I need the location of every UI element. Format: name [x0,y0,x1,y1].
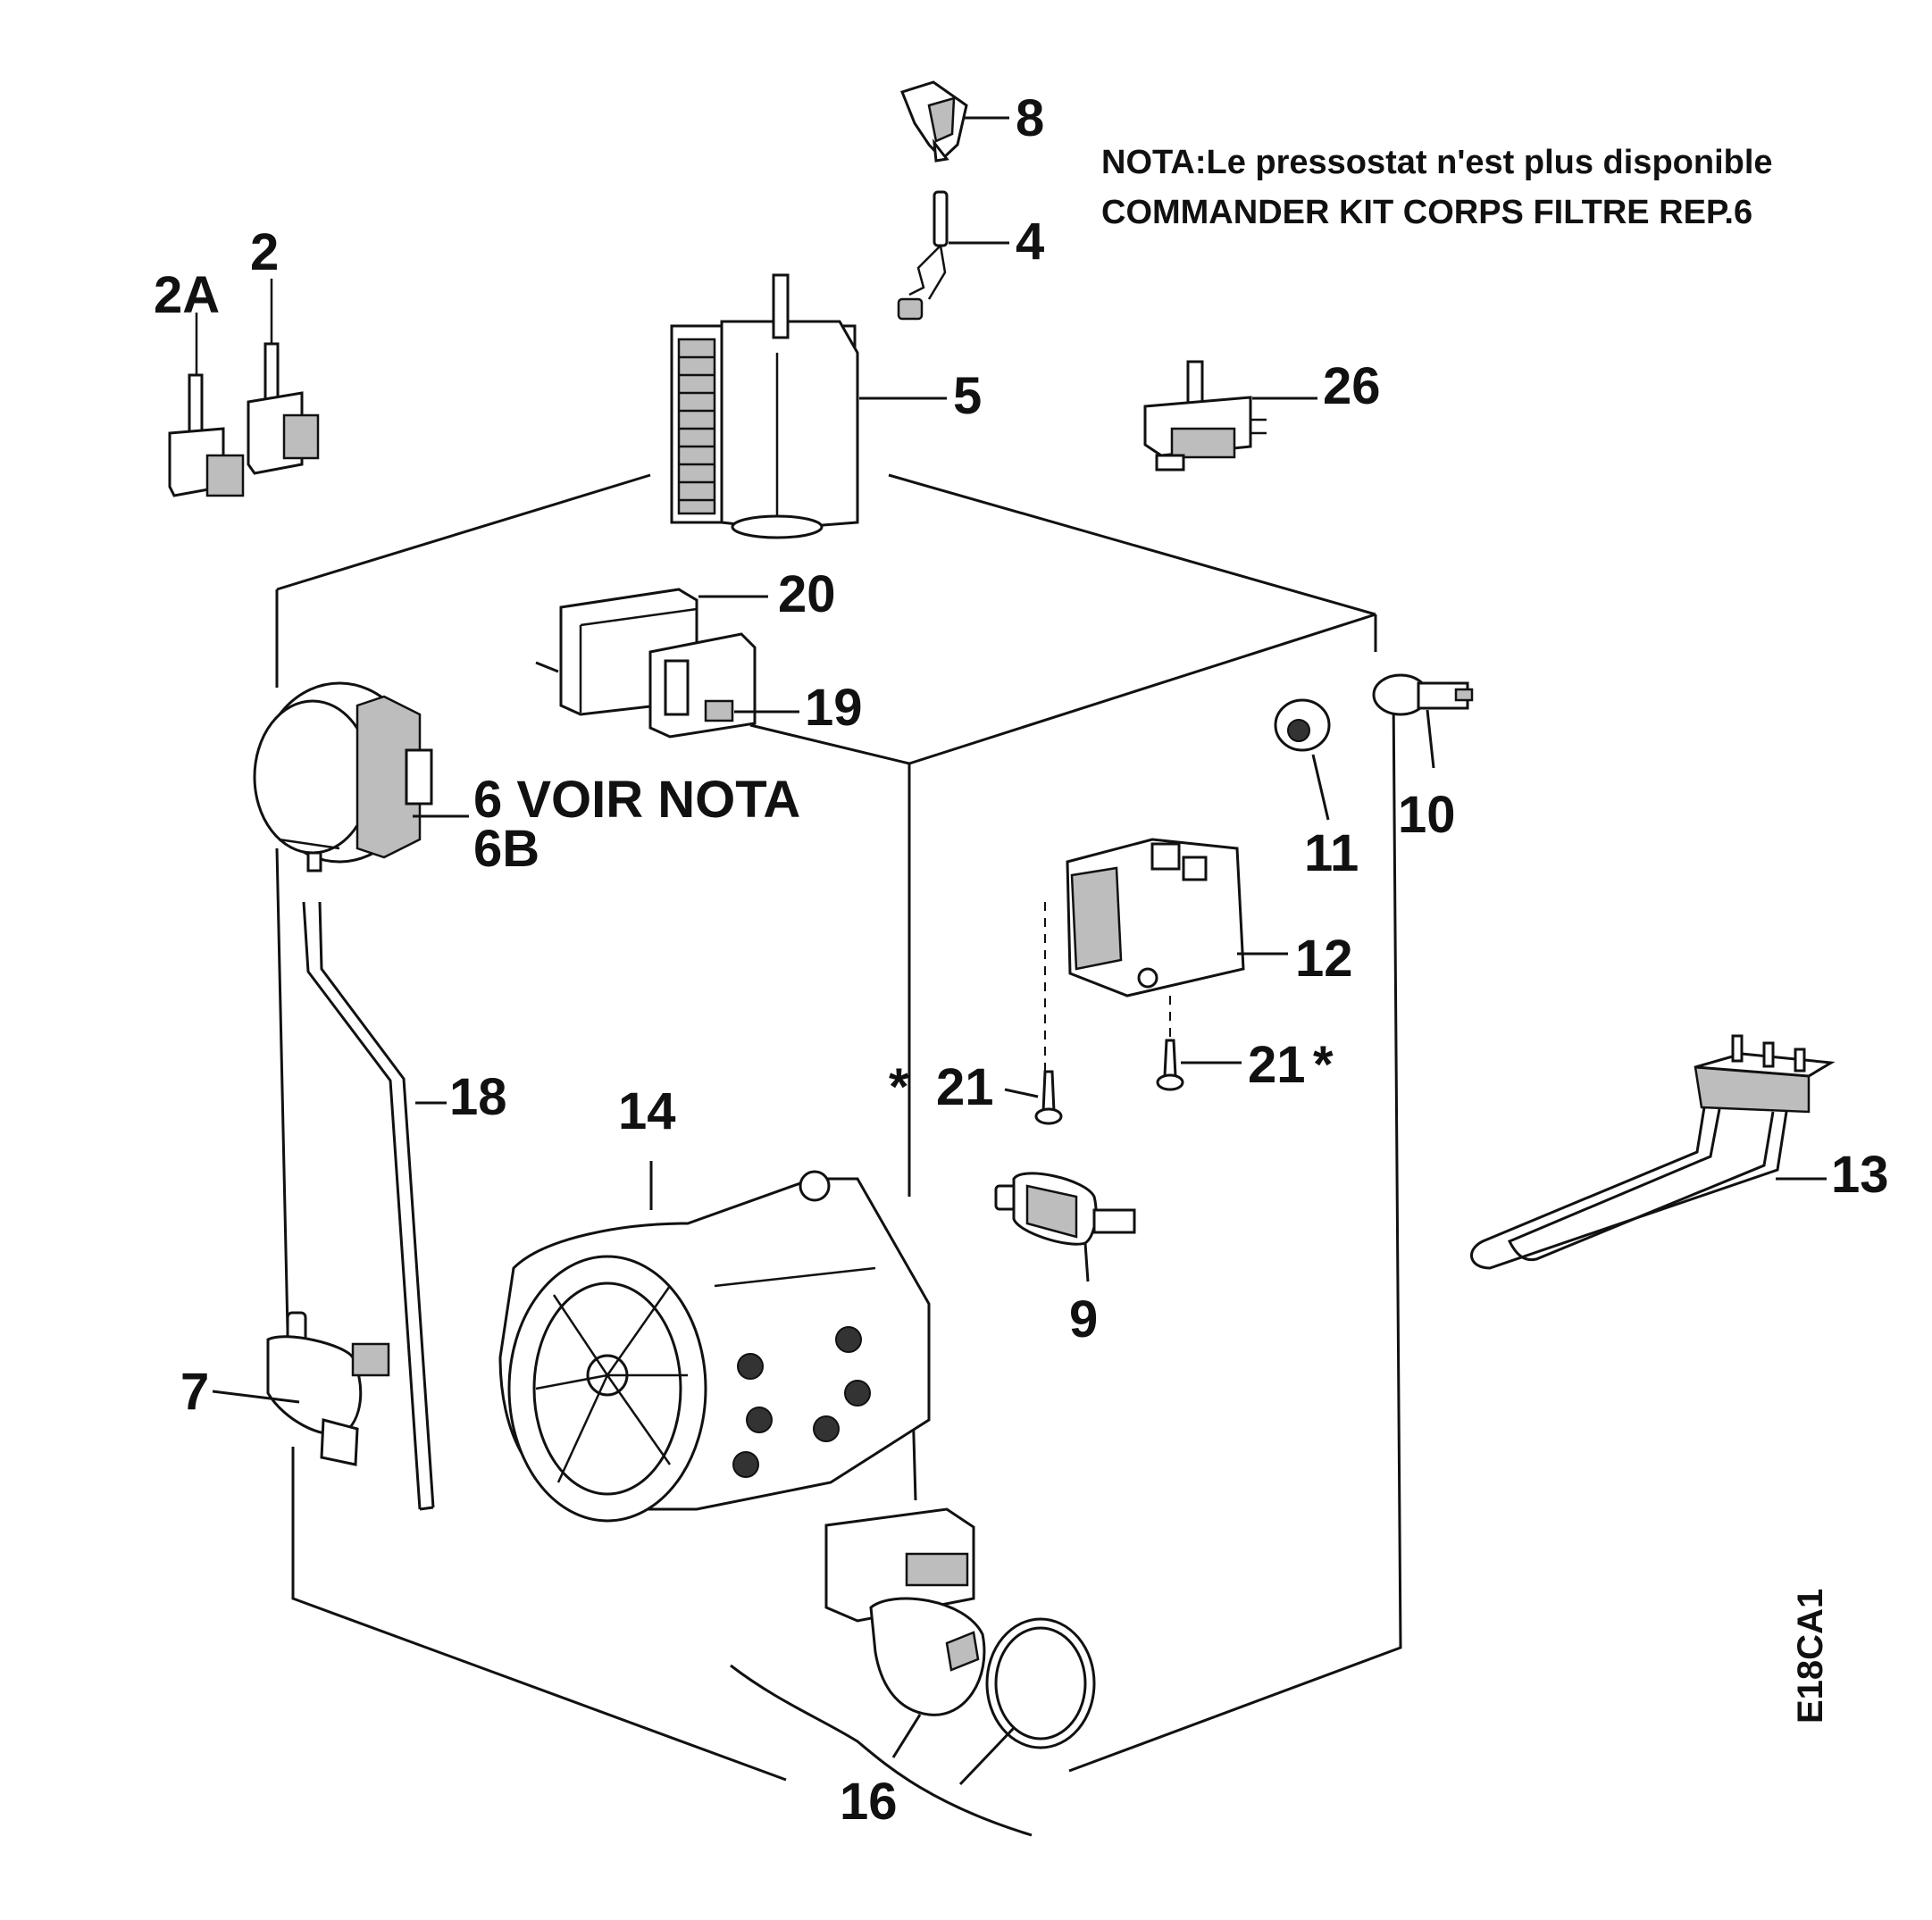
label-part-6: 6 VOIR NOTA [473,771,800,829]
part-2-switch [247,279,320,475]
label-part-2A: 2A [154,266,220,324]
part-8-door-catch [900,80,1009,163]
label-part-9: 9 [1069,1290,1098,1348]
star-marker-right: * [1313,1036,1334,1094]
part-4-wire-sensor [897,190,1009,321]
label-part-13: 13 [1831,1146,1889,1204]
part-13-heating-element [1470,1034,1836,1270]
part-12-interlock [1044,838,1288,1072]
part-18-hose [302,901,447,1511]
label-part-8: 8 [1016,89,1044,147]
part-26-selector-switch [1143,360,1317,472]
label-part-26: 26 [1323,357,1381,415]
part-10-thermostat [1372,673,1474,769]
label-part-21-right: 21 [1248,1036,1306,1094]
part-5-timer [670,273,947,539]
part-2A-switch [168,313,245,497]
part-16-drain-pump [730,1507,1096,1837]
timer-contact-comb [679,355,715,502]
note-line-1: NOTA:Le pressostat n'est plus disponible [1101,144,1773,181]
label-part-14: 14 [618,1082,676,1140]
part-21-screw-right [1156,1039,1242,1091]
label-part-2: 2 [250,223,279,281]
label-part-11: 11 [1304,824,1359,882]
note-line-2: COMMANDER KIT CORPS FILTRE REP.6 [1101,194,1752,231]
label-part-12: 12 [1295,930,1353,988]
label-part-6B: 6B [473,820,539,878]
label-part-19: 19 [805,679,863,737]
star-marker-left: * [889,1058,909,1116]
label-part-18: 18 [449,1068,507,1126]
part-6-filter-body [253,681,469,872]
label-part-7: 7 [180,1363,209,1421]
part-21-screw-left [1004,1070,1063,1125]
label-part-5: 5 [953,367,982,425]
part-9-capacitor [994,1172,1136,1282]
part-7-pressure-switch [212,1311,390,1466]
label-part-16: 16 [840,1773,898,1831]
label-part-21-left: 21 [936,1058,994,1116]
part-14-motor [498,1161,931,1523]
label-part-10: 10 [1398,786,1456,844]
part-19-door-switch [648,632,799,739]
note-block: NOTA:Le pressostat n'est plus disponible… [1101,144,1773,231]
label-part-4: 4 [1016,213,1044,271]
drawing-code: E18CA1 [1791,1589,1830,1724]
part-11-bush [1274,698,1331,821]
label-part-20: 20 [778,565,836,623]
